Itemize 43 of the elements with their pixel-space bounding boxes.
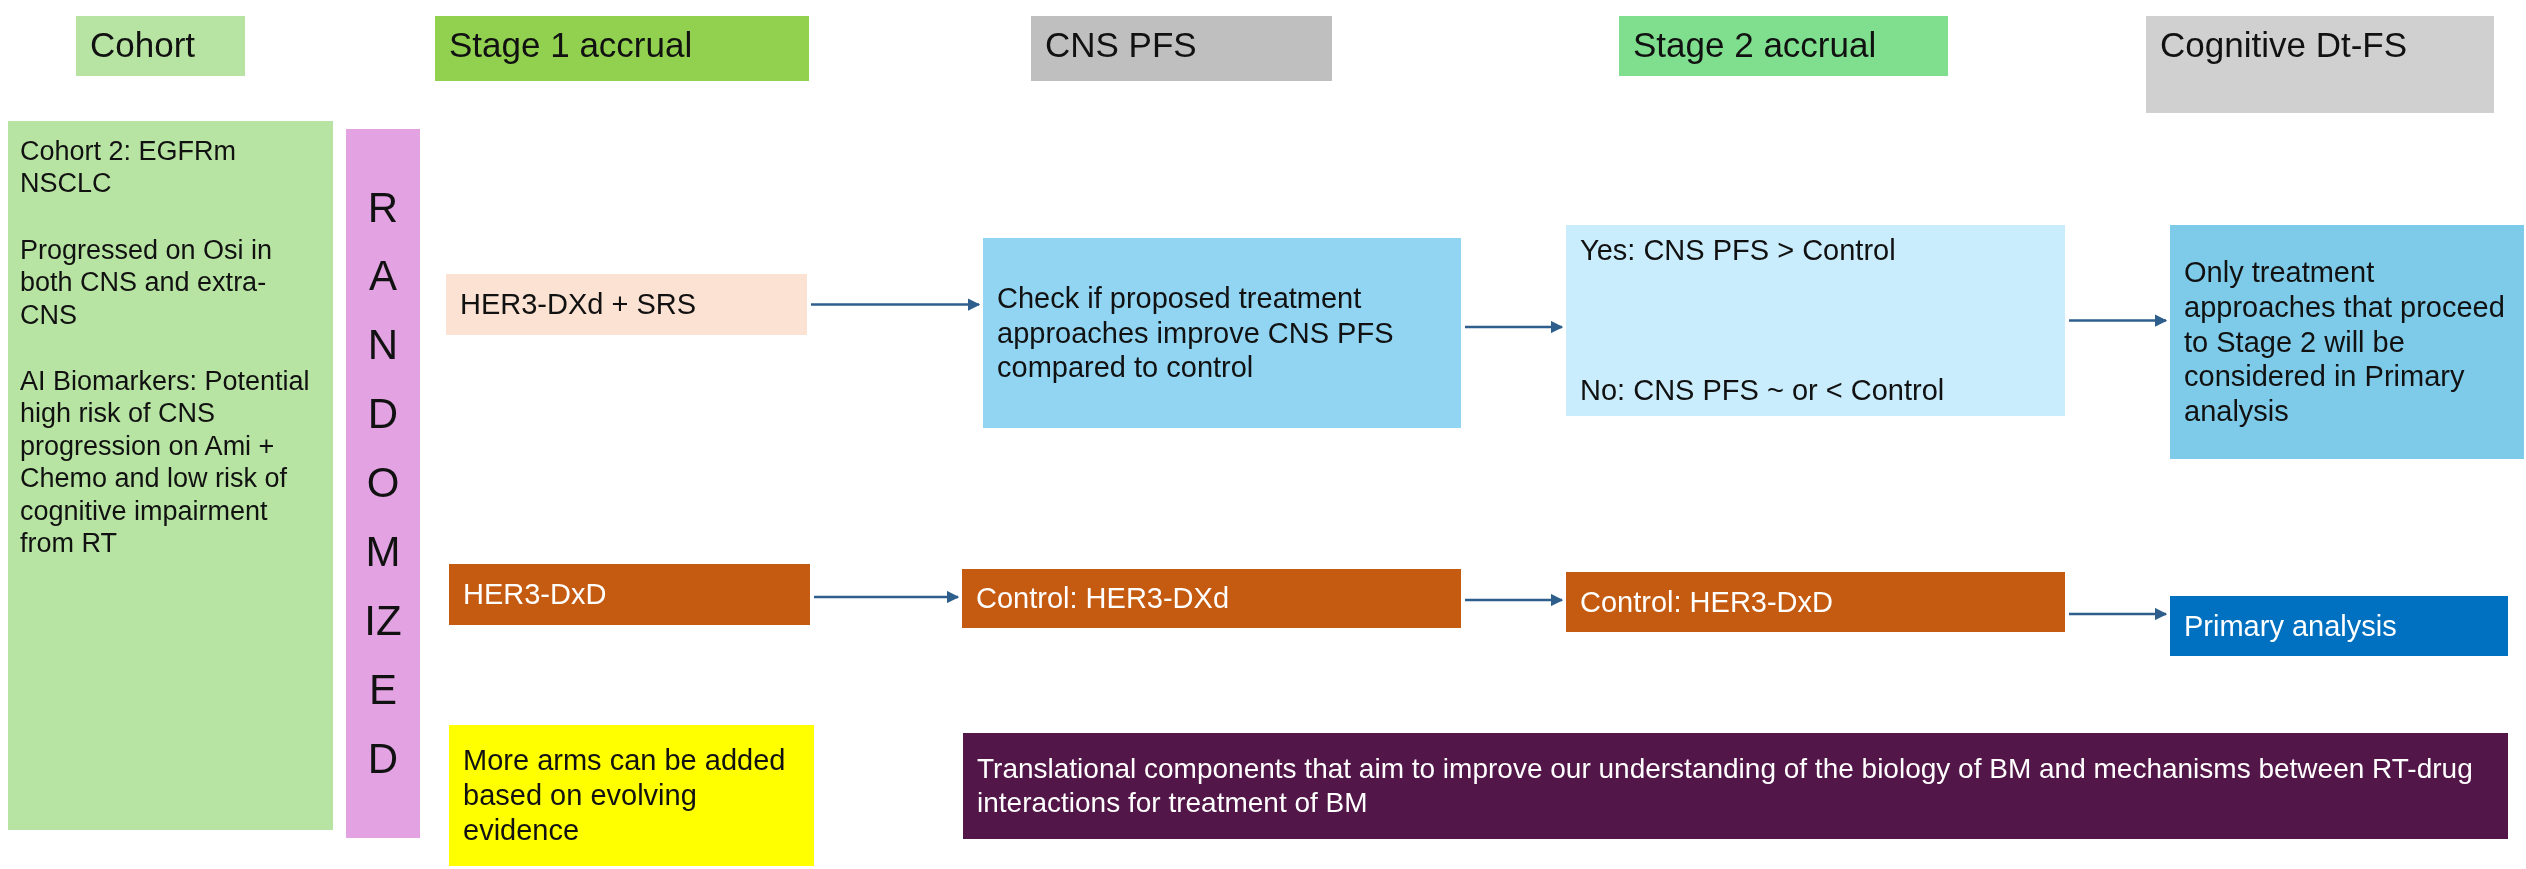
translational-banner xyxy=(963,733,2508,839)
arrow xyxy=(811,298,981,311)
column-header xyxy=(76,16,245,76)
box-text: Yes: CNS PFS > Control xyxy=(1580,233,1897,268)
control-box xyxy=(1566,572,2065,632)
box-text: Control: HER3-DXd xyxy=(976,581,1231,616)
box-text: Progressed on Osi in both CNS and extra-CNS xyxy=(20,233,274,331)
cohort-box xyxy=(8,121,333,830)
process-box xyxy=(983,238,1461,428)
column-header xyxy=(1031,16,1332,81)
column-header xyxy=(1619,16,1948,76)
header-text: Stage 1 accrual xyxy=(449,24,694,66)
column-header xyxy=(435,16,809,81)
arrow xyxy=(814,590,960,604)
outcome-box xyxy=(2170,596,2508,656)
note-box xyxy=(449,725,814,866)
box-text: No: CNS PFS ~ or < Control xyxy=(1580,373,1946,408)
box-text: Translational components that aim to improve our understanding of the biology of BM and mechanisms between RT-drug interactions for treatment of BM xyxy=(977,752,2474,820)
box-text: HER3-DXd + SRS xyxy=(460,287,698,322)
box-text: Primary analysis xyxy=(2184,608,2398,644)
header-text: CNS PFS xyxy=(1045,24,1198,66)
outcome-box xyxy=(2170,225,2524,459)
randomized-band xyxy=(346,129,420,838)
box-text: AI Biomarkers: Potential high risk of CNS progression on Ami + Chemo and low risk of cognitive impairment from RT xyxy=(20,364,311,560)
header-text: Cognitive Dt-FS xyxy=(2160,24,2409,66)
arrow xyxy=(2069,607,2168,621)
arm-box xyxy=(446,274,807,335)
header-text: Stage 2 accrual xyxy=(1633,24,1878,66)
box-text: Check if proposed treatment approaches improve CNS PFS compared to control xyxy=(997,280,1395,386)
arm-box xyxy=(449,564,810,625)
header-text: Cohort xyxy=(90,24,197,66)
box-text: RANDOMIZED xyxy=(363,182,403,784)
box-text: Cohort 2: EGFRm NSCLC xyxy=(20,135,238,200)
arrow xyxy=(1465,593,1564,607)
column-header xyxy=(2146,16,2494,113)
box-text: HER3-DxD xyxy=(463,577,608,612)
arrow xyxy=(2069,314,2168,327)
control-box xyxy=(962,569,1461,628)
box-text: Control: HER3-DxD xyxy=(1580,584,1834,620)
decision-box xyxy=(1566,225,2065,416)
arrow xyxy=(1465,320,1564,334)
box-text: Only treatment approaches that proceed to Stage 2 will be considered in Primary analysis xyxy=(2184,255,2506,429)
box-text: More arms can be added based on evolving evidence xyxy=(463,743,787,848)
